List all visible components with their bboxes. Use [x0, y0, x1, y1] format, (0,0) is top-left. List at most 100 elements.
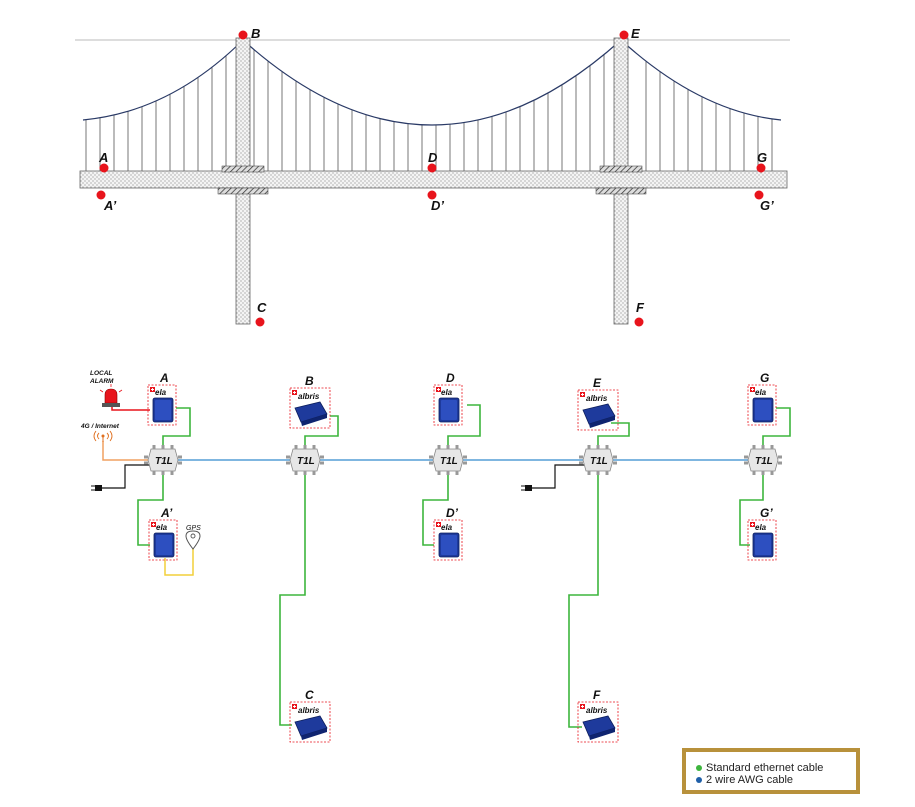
ethernet-cables — [137, 404, 791, 728]
device-label: G — [760, 371, 769, 385]
legend: Standard ethernet cable 2 wire AWG cable — [682, 748, 860, 794]
point-label-G: G — [757, 150, 767, 165]
device-G2: G’ ela — [747, 506, 777, 561]
gps-label: GPS — [186, 525, 201, 532]
device-label: D — [446, 371, 455, 385]
brand-label: ela — [755, 523, 767, 532]
power-cable-right — [532, 464, 586, 489]
legend-item-ethernet: Standard ethernet cable — [696, 762, 856, 774]
power-cable-left — [102, 464, 150, 489]
device-frame — [147, 384, 177, 426]
power-plug-icon — [521, 485, 532, 491]
device-label: A — [159, 371, 169, 385]
main-cable — [82, 39, 782, 126]
legend-awg-label: 2 wire AWG cable — [706, 774, 794, 786]
point-marker-G2 — [754, 190, 764, 200]
alarm-light-icon — [99, 384, 123, 407]
point-label-A2: A’ — [103, 198, 117, 213]
device-frame — [289, 387, 331, 429]
t1l-switch: T1L — [744, 445, 782, 475]
internet-cable — [102, 441, 150, 461]
point-label-A: A — [98, 150, 108, 165]
device-label: C — [305, 688, 314, 702]
brand-label: ela — [156, 523, 168, 532]
device-frame — [433, 384, 463, 426]
internet-connection: 4G / Internet — [80, 423, 120, 442]
legend-ethernet-label: Standard ethernet cable — [706, 762, 824, 774]
point-marker-C — [255, 317, 265, 327]
power-plug-icon — [91, 485, 102, 491]
internet-label: 4G / Internet — [80, 423, 120, 430]
point-marker-E — [619, 30, 629, 40]
point-label-D2: D’ — [431, 198, 444, 213]
antenna-icon — [93, 430, 113, 442]
device-frame — [577, 389, 619, 431]
bearing-right-top — [599, 165, 643, 173]
device-frame — [747, 384, 777, 426]
device-frame — [433, 519, 463, 561]
gps-pin-icon — [185, 530, 201, 550]
gps-cable — [164, 543, 194, 576]
t1l-switch-label: T1L — [590, 456, 608, 467]
t1l-switch: T1L — [429, 445, 467, 475]
suspender-cables — [85, 49, 773, 171]
point-label-C: C — [257, 300, 267, 315]
t1l-switches: T1L T1L T1L T1L T1L — [144, 445, 782, 475]
local-alarm: LOCAL ALARM — [89, 370, 123, 407]
brand-label: ela — [441, 523, 453, 532]
device-frame — [148, 519, 178, 561]
point-label-B: B — [251, 26, 260, 41]
t1l-switch: T1L — [144, 445, 182, 475]
device-label: B — [305, 374, 314, 388]
t1l-switch: T1L — [579, 445, 617, 475]
sensor-devices: AelaBalbrisDelaEalbrisGelaA’elaD’elaG’el… — [147, 371, 777, 743]
bearing-left-top — [221, 165, 265, 173]
brand-label: albris — [586, 706, 608, 715]
bearing-left-bottom — [217, 187, 269, 195]
device-label: D’ — [446, 506, 459, 520]
t1l-switch: T1L — [286, 445, 324, 475]
gps-antenna: GPS — [185, 525, 201, 550]
t1l-switch-label: T1L — [297, 456, 315, 467]
local-alarm-label-2: ALARM — [89, 378, 114, 385]
t1l-switch-label: T1L — [755, 456, 773, 467]
point-marker-A — [99, 163, 109, 173]
device-label: A’ — [160, 506, 173, 520]
ethernet-dot-icon — [696, 765, 702, 771]
brand-label: albris — [298, 392, 320, 401]
brand-label: ela — [441, 388, 453, 397]
device-D2: D’ ela — [433, 506, 463, 561]
brand-label: ela — [755, 388, 767, 397]
alarm-cable — [111, 406, 150, 411]
brand-label: albris — [586, 394, 608, 403]
point-marker-D2 — [427, 190, 437, 200]
t1l-switch-label: T1L — [155, 456, 173, 467]
bridge-points: B E A D G A’ D’ G’ C F — [96, 26, 774, 327]
brand-label: albris — [298, 706, 320, 715]
t1l-switch-label: T1L — [440, 456, 458, 467]
device-label: F — [593, 688, 601, 702]
point-marker-G — [756, 163, 766, 173]
local-alarm-label-1: LOCAL — [90, 370, 112, 377]
point-marker-A2 — [96, 190, 106, 200]
awg-dot-icon — [696, 777, 702, 783]
device-frame — [577, 701, 619, 743]
bearing-right-bottom — [595, 187, 647, 195]
point-marker-B — [238, 30, 248, 40]
point-marker-F — [634, 317, 644, 327]
device-A2: A’ ela — [148, 506, 178, 561]
point-marker-D — [427, 163, 437, 173]
point-label-F: F — [636, 300, 645, 315]
bridge-drawing — [75, 37, 790, 325]
point-label-E: E — [631, 26, 640, 41]
device-label: G’ — [760, 506, 773, 520]
device-frame — [747, 519, 777, 561]
